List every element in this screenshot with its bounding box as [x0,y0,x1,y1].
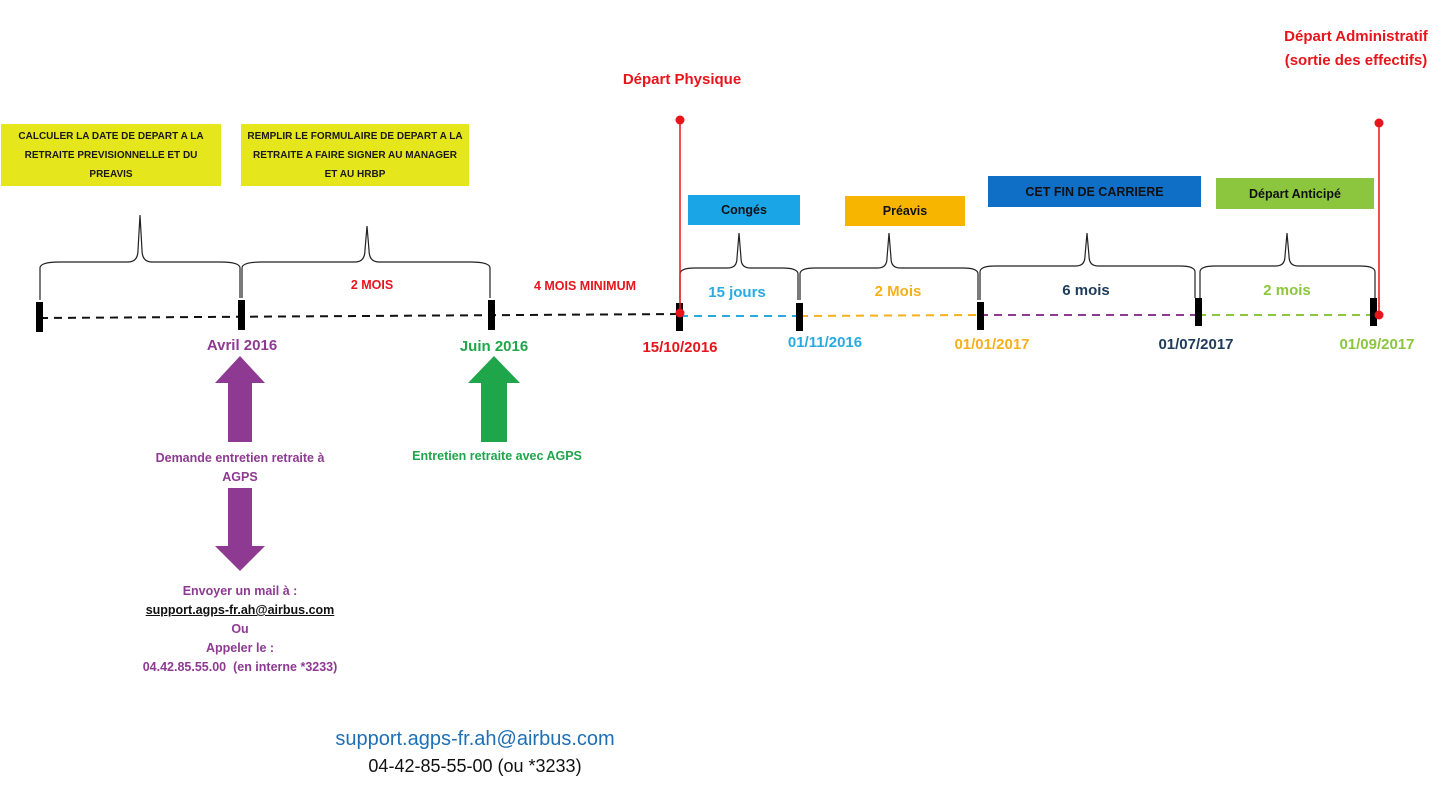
date-15-10-2016: 15/10/2016 [642,339,718,356]
duration-4-mois-minimum: 4 MOIS MINIMUM [533,279,637,293]
preavis-label: Préavis [882,204,928,218]
date-juin-2016: Juin 2016 [459,338,529,355]
curly-brace-icon [241,225,491,298]
date-01-01-2017: 01/01/2017 [954,336,1030,353]
contact-block: Envoyer un mail à : support.agps-fr.ah@a… [110,582,370,677]
arrow-down-icon [215,488,265,571]
date-01-11-2016: 01/11/2016 [787,334,863,351]
tick-mark [488,300,495,330]
period-box-anticipe: Départ Anticipé [1216,178,1374,209]
period-box-preavis: Préavis [845,196,965,226]
conges-label: Congés [721,203,767,217]
tick-mark [1370,298,1377,326]
task-box-calculate: CALCULER LA DATE DE DEPART A LA RETRAITE… [1,124,221,186]
task-box-form: REMPLIR LE FORMULAIRE DE DEPART A LA RET… [241,124,469,186]
depart-administratif-line1: Départ Administratif [1284,28,1428,45]
curly-brace-icon [979,232,1196,300]
marker-pin-icon [675,308,685,318]
marker-pin-icon [1374,310,1384,320]
contact-interne: (en interne *3233) [233,660,338,674]
period-box-cet: CET FIN DE CARRIERE [988,176,1201,207]
timeline-segment-black [39,313,681,319]
curly-brace-icon [799,232,979,300]
entretien-agps-label: Entretien retraite avec AGPS [412,449,582,463]
cet-label: CET FIN DE CARRIERE [1025,184,1164,199]
footer-phone: 04-42-85-55-00 (ou *3233) [368,756,582,776]
marker-pin-icon [1374,118,1384,128]
tick-mark [796,303,803,331]
duration-2-mois-preavis: 2 Mois [874,283,922,300]
marker-pin-icon [675,115,685,125]
period-box-conges: Congés [688,195,800,225]
date-avril-2016: Avril 2016 [206,337,278,354]
tick-mark [238,300,245,330]
timeline-segment-orange [799,314,981,317]
curly-brace-icon [39,214,241,300]
curly-brace-icon [679,232,799,300]
depart-administratif-title: Départ Administratif (sortie des effecti… [1264,25,1448,73]
contact-email-link[interactable]: support.agps-fr.ah@airbus.com [145,603,335,617]
task-form-text: REMPLIR LE FORMULAIRE DE DEPART A LA RET… [247,130,463,180]
tick-mark [977,302,984,330]
contact-ou: Ou [231,622,249,636]
depart-administratif-line2: (sortie des effectifs) [1284,52,1428,69]
duration-2-mois: 2 MOIS [350,278,394,292]
contact-appeler: Appeler le : [205,641,275,655]
contact-phone: 04.42.85.55.00 [142,660,227,674]
curly-brace-icon [1199,232,1376,298]
duration-2-mois-anticipe: 2 mois [1263,282,1311,299]
demande-entretien-label: Demande entretien retraite à AGPS [155,451,325,484]
arrow-up-icon [215,356,265,442]
footer-email-link[interactable]: support.agps-fr.ah@airbus.com [335,728,615,750]
contact-envoyer: Envoyer un mail à : [182,584,298,598]
contact-phone-line: 04.42.85.55.00 (en interne *3233) [110,658,370,677]
date-01-07-2017: 01/07/2017 [1158,336,1234,353]
duration-6-mois: 6 mois [1062,282,1110,299]
tick-mark [1195,298,1202,326]
arrow-up-icon [468,356,520,442]
duration-15-jours: 15 jours [708,284,766,301]
task-calculate-text: CALCULER LA DATE DE DEPART A LA RETRAITE… [18,130,204,180]
date-01-09-2017: 01/09/2017 [1339,336,1415,353]
anticipe-label: Départ Anticipé [1249,186,1341,201]
depart-physique-title: Départ Physique [622,71,742,88]
tick-mark [36,302,43,332]
